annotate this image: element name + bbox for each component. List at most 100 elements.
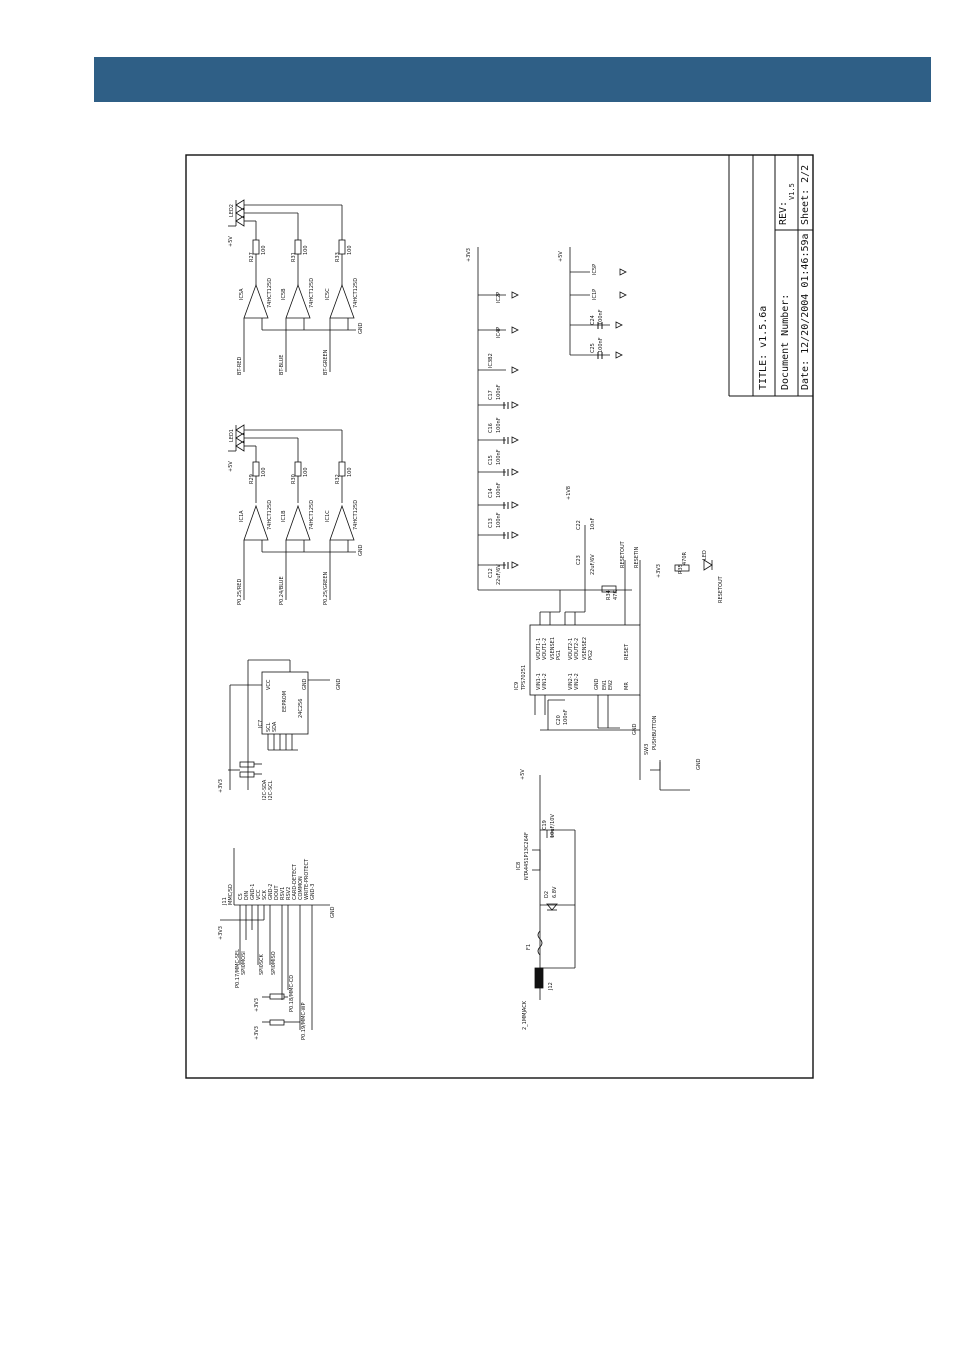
net-mmc-sel: P0.17/MMC-SEL [235, 949, 241, 988]
c15-val: 100nF [496, 449, 502, 465]
c24-val: 100nF [598, 309, 604, 325]
ic4p-label: IC4P [496, 327, 502, 338]
r34-label: R34 [606, 590, 612, 600]
j11-pin-rsv1: RSV1 [280, 887, 286, 900]
ic9-pin-en2: EN2 [608, 680, 614, 690]
jack-label: 2_1MMJACK [522, 1000, 528, 1030]
j11-r2-v: +3V3 [254, 1026, 260, 1040]
d2-val: 6.8V [552, 886, 558, 898]
dec-v5: +5V [558, 251, 564, 262]
net-bt-blue: BT-BLUE [279, 355, 285, 375]
ic9-pin-pg2: PG2 [588, 650, 594, 660]
c22-val: 10nF [590, 517, 596, 530]
led1-label: LED1 [229, 429, 235, 442]
eeprom-gnd: GND [336, 678, 342, 690]
net-bt-green: BT-GREEN [323, 349, 329, 375]
date-text: Date: 12/20/2004 01:46:59a [800, 233, 811, 390]
c25-val: 100nF [598, 337, 604, 353]
j11-pin-gnd2: GND-2 [268, 884, 274, 900]
r35-label: R35 [678, 564, 684, 574]
j11-pin-rsv2: RSV2 [286, 887, 292, 900]
ic5a-label: IC5A [239, 288, 245, 300]
c16-label: C16 [488, 423, 494, 433]
eeprom-pin-scl: SCL [266, 722, 272, 732]
ic9-pin-pg1: PG1 [556, 650, 562, 660]
r35-val: 470R [682, 551, 688, 565]
eeprom-pin-gnd: GND [302, 678, 308, 690]
ic5c-label: IC5C [325, 288, 331, 300]
ic9-pin-vin12: VIN1-2 [542, 673, 548, 690]
d2-label: D2 [544, 891, 550, 898]
led-block-2 [228, 199, 356, 372]
r33-label: R33 [335, 252, 341, 262]
c20-label: C20 [556, 715, 562, 725]
ic8-part: NTA4451P13C264F [524, 832, 530, 880]
mmc-connector-j11 [220, 848, 330, 1030]
r32-label: R32 [335, 474, 341, 484]
net-1v8: +1V8 [566, 486, 572, 500]
title-block: TITLE: v1.5.6a Document Number: Date: 12… [728, 155, 813, 397]
led-reset-led: LED [702, 550, 708, 560]
c16-val: 100nF [496, 417, 502, 433]
r29-label: R29 [249, 474, 255, 484]
eeprom-pin-vcc: VCC [266, 679, 272, 690]
header-banner [94, 57, 931, 102]
j11-pin-vcc: VCC [256, 889, 262, 900]
ic9-pin-vin21: VIN2-1 [568, 673, 574, 690]
sw3-gnd: GND [696, 758, 702, 770]
c25-label: C25 [590, 343, 596, 353]
ic9-pin-mr: MR [624, 682, 630, 690]
rev-label: REV: [778, 201, 789, 225]
j11-pin-write-protect: WRITE-PROTECT [304, 858, 310, 900]
led1-v: +5V [228, 461, 234, 472]
fuse-label: F1 [526, 944, 532, 950]
sw3-label: SW3 [644, 744, 650, 755]
eeprom-v33: +3V3 [218, 779, 224, 793]
r34-val: 47K [613, 590, 619, 600]
pushbutton-label: PUSHBUTTON [652, 715, 658, 750]
r31-val: 100 [303, 245, 309, 255]
net-mmc-cd: P0.18/MMC-CD [289, 975, 295, 1012]
ic9-gnd: GND [632, 723, 638, 735]
net-spi0mosi: SPI0MOSI [241, 951, 247, 975]
rev-value: V1.5 [788, 183, 796, 200]
c23-label: C23 [576, 555, 582, 565]
net-i2c-scl: I2C-SCL [268, 780, 274, 800]
ic9-pin-vin22: VIN2-2 [574, 673, 580, 690]
led2-gnd: GND [358, 322, 364, 334]
ic1p-label: IC1P [592, 289, 598, 300]
dec-v33: +3V3 [466, 248, 472, 262]
ic1a-label: IC1A [239, 510, 245, 522]
j11-pin-card-detect: CARD-DETECT [292, 863, 298, 900]
ic5p-label: IC5P [592, 264, 598, 275]
led1-gnd: GND [358, 544, 364, 556]
ic1b-label: IC1B [281, 510, 287, 522]
c14-label: C14 [488, 488, 494, 498]
c22-label: C22 [576, 520, 582, 530]
schematic-frame [185, 154, 814, 1079]
ic9-part: TPS70251 [521, 665, 527, 691]
c12-label: C12 [488, 568, 494, 578]
j11-pin-dout: DOUT [274, 885, 280, 900]
ic5b-part: 74HCT125D [309, 278, 315, 308]
decoupling-row [477, 247, 632, 591]
ic1c-label: IC1C [325, 510, 331, 522]
c17-val: 100nF [496, 384, 502, 400]
ic9-pin-vin11: VIN1-1 [536, 673, 542, 690]
j11-gnd: GND [330, 906, 336, 918]
ic9-pin-vout11: VOUT1-1 [536, 638, 542, 660]
net-bt-red: BT-RED [237, 357, 243, 375]
ic9-pin-vsense2: VSENSE2 [582, 637, 588, 660]
power-plus5v: +5V [520, 769, 526, 780]
ic9-pin-gnd: GND [594, 678, 600, 690]
net-p025-red: P0.25/RED [237, 579, 243, 605]
led-reset-label: RESETOUT [718, 575, 724, 603]
ic9-pin-vout12: VOUT1-2 [542, 638, 548, 660]
net-p025-green: P0.25/GREEN [323, 572, 329, 605]
supervisor-ic9 [529, 525, 713, 791]
ic9-pin-en1: EN1 [602, 680, 608, 690]
ic1c-part: 74HCT125D [353, 500, 359, 530]
led-block-1 [228, 424, 356, 600]
c19-label: C19 [542, 820, 548, 830]
